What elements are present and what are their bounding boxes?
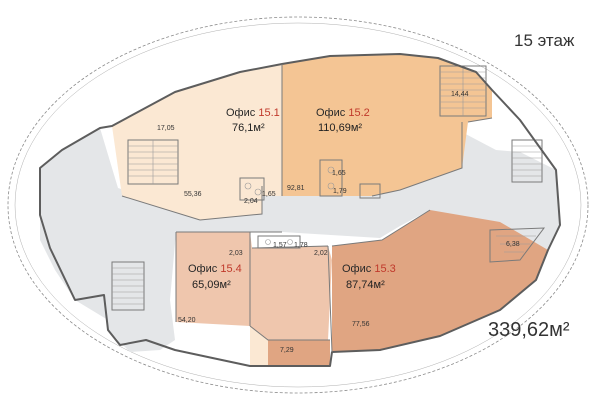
office-15-2-area-label: 110,69м² [318, 122, 362, 134]
sub-area-7-29: 7,29 [280, 347, 294, 354]
sub-area-1-79: 1,79 [333, 188, 347, 195]
office-15-4-area [176, 232, 332, 340]
svg-text:Офис 15.1: Офис 15.1 [226, 107, 280, 119]
sub-area-17-05: 17,05 [157, 125, 175, 132]
office-15-3-name: Офис [342, 263, 372, 275]
sub-area-1-65-a: 1,65 [262, 191, 276, 198]
office-15-1-name: Офис [226, 107, 256, 119]
office-15-4-annex [250, 326, 268, 366]
restroom-block-center [359, 183, 381, 199]
sub-area-2-04: 2,04 [244, 198, 258, 205]
office-15-2-name: Офис [316, 107, 346, 119]
sub-area-1-65-b: 1,65 [332, 170, 346, 177]
sub-area-55-36: 55,36 [184, 191, 202, 198]
office-15-4-number: 15.4 [220, 263, 241, 275]
svg-text:Офис 15.4: Офис 15.4 [188, 263, 242, 275]
staircase-15-3 [489, 227, 546, 263]
building-outline-ellipse-inner [14, 22, 582, 388]
outer-wall [39, 53, 561, 367]
sub-area-14-44: 14,44 [451, 91, 469, 98]
staircase-15-2 [439, 65, 487, 117]
office-15-4-label: Офис 15.4 65,09м² [188, 263, 242, 291]
total-area: 339,62м² [488, 319, 570, 341]
office-15-4-annex-2 [268, 340, 330, 366]
office-15-1-area-label: 76,1м² [232, 122, 265, 134]
staircase-15-1 [127, 139, 179, 185]
sub-area-6-38: 6,38 [506, 241, 520, 248]
office-15-2-number: 15.2 [348, 107, 369, 119]
office-15-4-name: Офис [188, 263, 218, 275]
office-15-1-label: Офис 15.1 76,1м² [226, 107, 280, 134]
common-area-left [42, 188, 200, 352]
office-15-3-area [332, 210, 548, 352]
sub-area-2-02: 2,02 [314, 250, 328, 257]
svg-text:Офис 15.3: Офис 15.3 [342, 263, 396, 275]
staircase-west [111, 261, 145, 311]
restroom-block-15-4 [257, 235, 301, 249]
sub-area-54-20: 54,20 [178, 317, 196, 324]
sub-area-1-57: 1,57 [273, 242, 287, 249]
office-15-4-area-label: 65,09м² [192, 279, 231, 291]
sub-area-2-03: 2,03 [229, 250, 243, 257]
sub-area-77-56: 77,56 [352, 321, 370, 328]
restroom-block-15-1 [239, 177, 265, 201]
sub-area-1-78: 1,78 [294, 242, 308, 249]
office-15-3-label: Офис 15.3 87,74м² [342, 263, 396, 291]
office-15-3-number: 15.3 [374, 263, 395, 275]
sub-area-92-81: 92,81 [287, 185, 305, 192]
partition-walls [121, 64, 493, 353]
common-area [40, 128, 560, 345]
floor-label: 15 этаж [514, 31, 575, 50]
building-outline-ellipse [7, 16, 589, 394]
office-15-3-area-label: 87,74м² [346, 279, 385, 291]
staircase-east [511, 139, 543, 183]
office-15-2-label: Офис 15.2 110,69м² [316, 107, 370, 134]
office-15-1-number: 15.1 [258, 107, 279, 119]
svg-text:Офис 15.2: Офис 15.2 [316, 107, 370, 119]
restroom-block-15-2 [319, 159, 343, 197]
